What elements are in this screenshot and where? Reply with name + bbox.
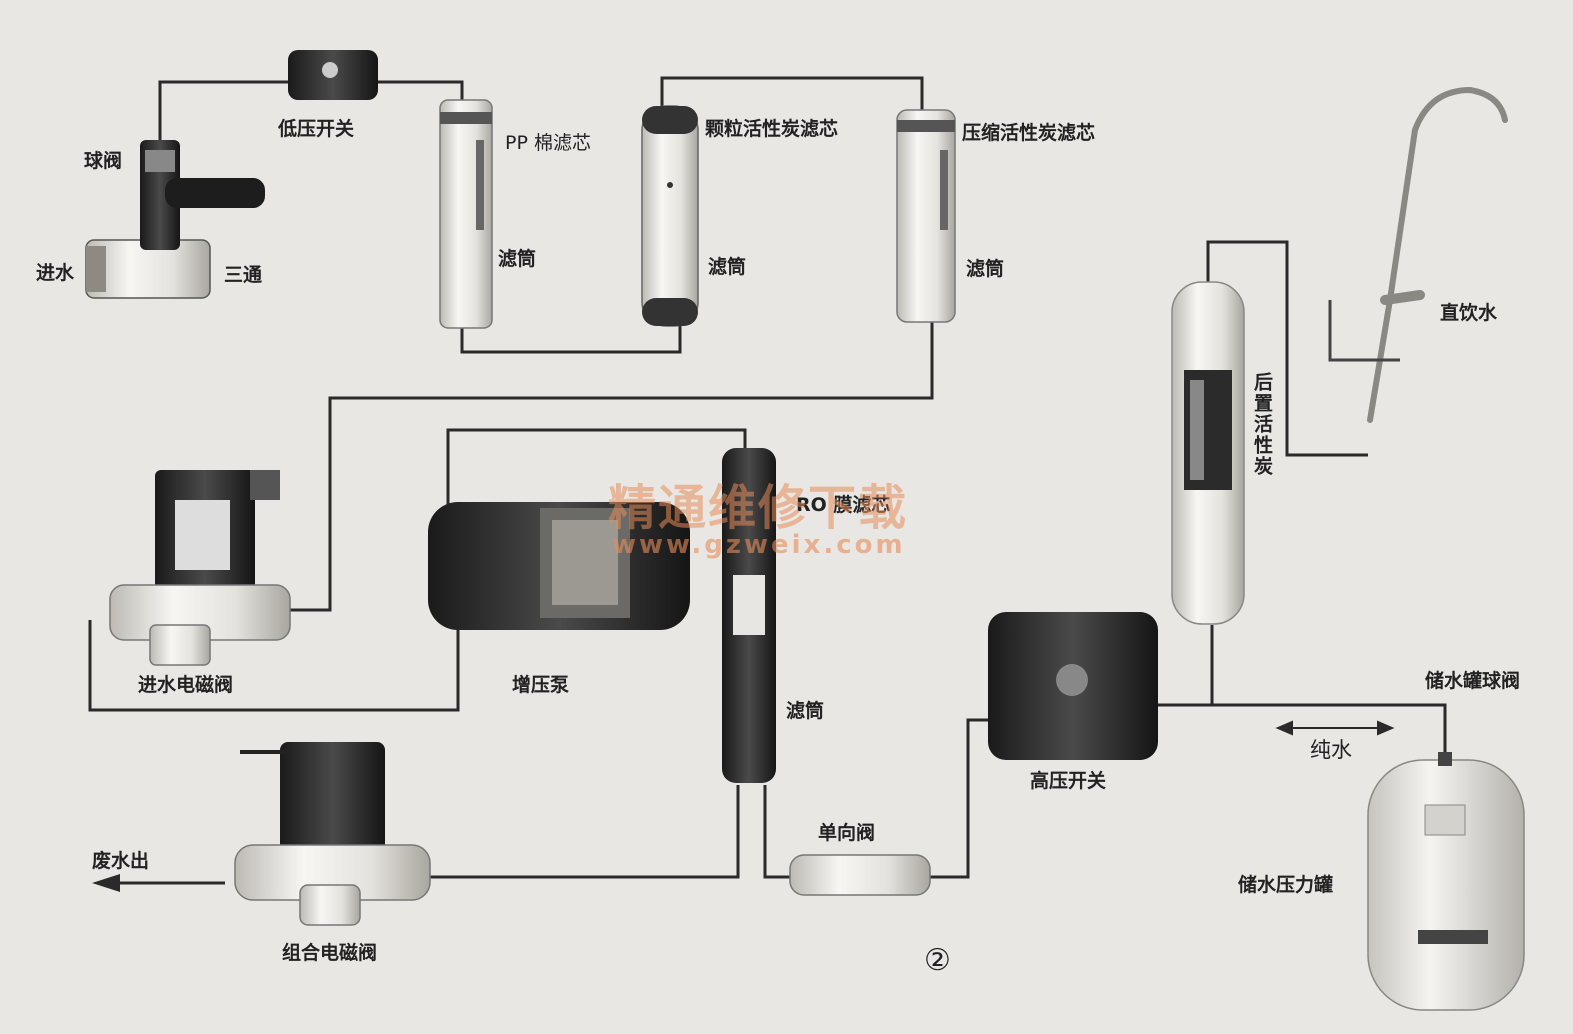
ball-valve-icon bbox=[140, 140, 265, 250]
storage-tank-label: 储水压力罐 bbox=[1238, 874, 1334, 896]
waste-water-out-label: 废水出 bbox=[92, 850, 150, 872]
low-pressure-switch-label: 低压开关 bbox=[278, 118, 355, 140]
high-pressure-switch-icon bbox=[988, 612, 1158, 760]
booster-pump-icon bbox=[428, 502, 690, 630]
ro-membrane-housing-icon bbox=[722, 448, 776, 783]
compressed-carbon-housing-icon bbox=[896, 109, 956, 323]
combo-solenoid-valve-icon bbox=[234, 742, 431, 926]
check-valve-icon bbox=[789, 854, 931, 896]
pipes bbox=[88, 76, 1447, 885]
pipe-ballvalve-to-lowswitch bbox=[158, 80, 290, 145]
inlet-solenoid-valve-icon bbox=[109, 470, 291, 666]
pp-housing-label: 滤筒 bbox=[498, 248, 537, 270]
pp-filter-housing-icon bbox=[439, 99, 493, 329]
tank-ball-valve-label: 储水罐球阀 bbox=[1425, 670, 1521, 692]
tee-label: 三通 bbox=[224, 264, 263, 286]
figure-number: ② bbox=[924, 943, 951, 978]
storage-tank-icon bbox=[1367, 752, 1525, 1011]
faucet-bracket-icon bbox=[1328, 300, 1400, 362]
pipe-pump-to-ro bbox=[446, 428, 747, 505]
pure-water-label: 纯水 bbox=[1310, 738, 1352, 762]
pipe-ro-to-combo bbox=[420, 785, 740, 879]
pp-filter-label: PP 棉滤芯 bbox=[505, 132, 591, 154]
booster-pump-label: 增压泵 bbox=[512, 674, 570, 696]
pipe-granular-to-compressed bbox=[660, 76, 924, 110]
pipe-pp-to-granular bbox=[460, 320, 682, 354]
ball-valve-label: 球阀 bbox=[84, 150, 123, 172]
pure-water-arrow-icon bbox=[1275, 720, 1395, 736]
water-inlet-label: 进水 bbox=[36, 262, 75, 284]
granular-carbon-housing-icon bbox=[641, 105, 699, 327]
granular-housing-label: 滤筒 bbox=[708, 256, 747, 278]
pipe-check-to-highswitch bbox=[930, 718, 990, 879]
compressed-carbon-label: 压缩活性炭滤芯 bbox=[962, 122, 1096, 144]
check-valve-label: 单向阀 bbox=[818, 822, 876, 844]
pipe-postcarbon-to-faucet bbox=[1206, 240, 1368, 457]
pipe-highswitch-to-tank bbox=[1140, 703, 1447, 760]
post-carbon-filter-icon bbox=[1171, 281, 1245, 625]
watermark-title: 精通维修下载 bbox=[608, 480, 909, 536]
ro-membrane-label: RO 膜滤芯 bbox=[796, 494, 891, 516]
inlet-solenoid-label: 进水电磁阀 bbox=[138, 674, 234, 696]
faucet-icon bbox=[1367, 86, 1508, 423]
direct-drink-label: 直饮水 bbox=[1440, 302, 1498, 324]
granular-carbon-label: 颗粒活性炭滤芯 bbox=[705, 118, 839, 140]
tee-fitting-icon bbox=[85, 239, 211, 299]
post-carbon-label: 后置活性炭 bbox=[1251, 372, 1273, 477]
pipe-ro-to-check bbox=[763, 785, 795, 879]
high-pressure-switch-label: 高压开关 bbox=[1030, 770, 1107, 792]
pipe-solenoid-to-pump bbox=[88, 620, 460, 712]
pipe-compressed-to-solenoid bbox=[290, 318, 934, 612]
pipe-lowswitch-to-pp bbox=[360, 80, 464, 105]
waste-arrow-icon bbox=[92, 874, 120, 892]
watermark-url: www.gzweix.com bbox=[612, 530, 906, 560]
compressed-housing-label: 滤筒 bbox=[966, 258, 1005, 280]
ro-housing-label: 滤筒 bbox=[786, 700, 825, 722]
combo-solenoid-label: 组合电磁阀 bbox=[282, 942, 378, 964]
low-pressure-switch-icon bbox=[288, 50, 378, 100]
